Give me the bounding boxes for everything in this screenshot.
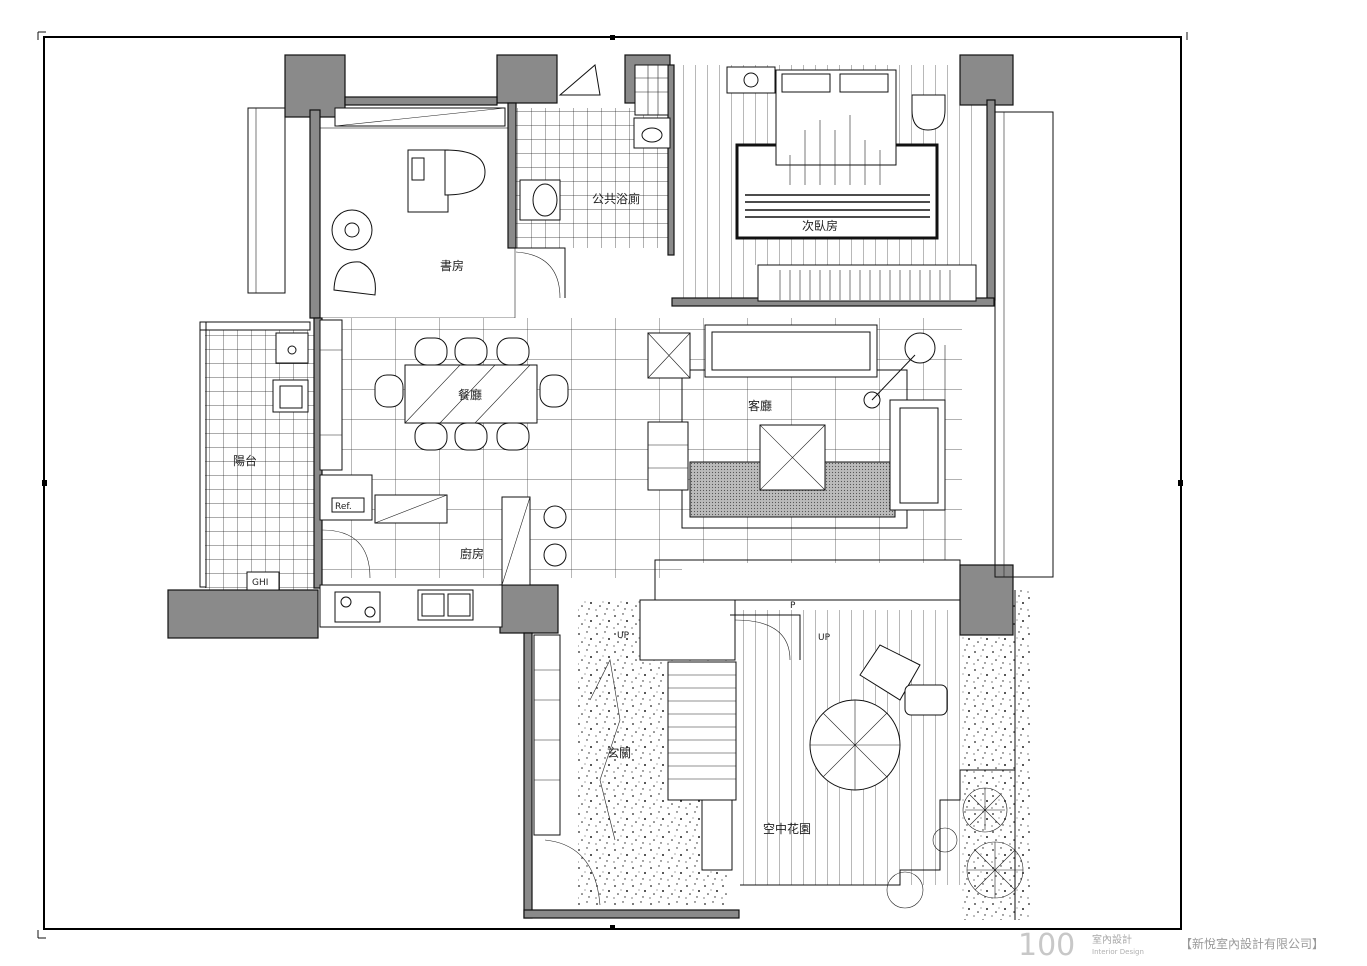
- room-label-study: 書房: [440, 258, 464, 273]
- room-label-sky-garden: 空中花園: [763, 821, 811, 836]
- toilet-icon: [911, 94, 946, 131]
- room-label-second-bedroom: 次臥房: [802, 218, 838, 233]
- room-label-dining: 餐廳: [458, 387, 482, 402]
- room-label-foyer: 玄關: [607, 745, 631, 760]
- stair-up-label-right: UP: [818, 633, 831, 643]
- living-furniture: [647, 324, 946, 560]
- stair-up-label-left: UP: [617, 631, 630, 641]
- drawing-frame: [37, 31, 1188, 939]
- room-label-kitchen: 廚房: [460, 546, 484, 561]
- watermark-logo: 100: [1018, 928, 1075, 963]
- umbrella-icon: [809, 699, 901, 791]
- room-label-living: 客廳: [748, 398, 772, 413]
- fixture-labels: Ref. GHI UP UP P: [252, 502, 831, 643]
- plant-icon: [886, 787, 1024, 909]
- balcony-fixtures: [246, 332, 309, 591]
- bedroom-furniture: [726, 66, 977, 302]
- walls: [167, 54, 1014, 919]
- kitchen-fixtures: [319, 474, 567, 628]
- water-heater-label: GHI: [252, 578, 268, 588]
- room-label-balcony: 陽台: [233, 453, 257, 468]
- dining-furniture: [319, 319, 569, 471]
- fridge-label: Ref.: [335, 502, 352, 512]
- foyer-fixtures: [533, 634, 733, 906]
- watermark-brand-cn: 室內設計: [1092, 933, 1132, 946]
- room-labels: 書房 公共浴廁 次臥房 餐廳 客廳 陽台 廚房 玄關 空中花園: [233, 191, 838, 836]
- watermark-brand-en: Interior Design: [1092, 948, 1144, 956]
- stairs: [639, 599, 801, 801]
- windows: [199, 107, 1054, 588]
- study-furniture: [331, 107, 506, 296]
- watermark-credit: 【新悅室內設計有限公司】: [1180, 936, 1324, 951]
- bathroom-fixtures: [512, 64, 671, 299]
- stove-icon: [334, 591, 381, 623]
- garden-fixtures: [740, 590, 1024, 920]
- p-mark-label: P: [790, 601, 796, 611]
- room-label-public-bath: 公共浴廁: [592, 191, 640, 206]
- watermark: 100 室內設計 Interior Design 【新悅室內設計有限公司】: [1018, 928, 1324, 963]
